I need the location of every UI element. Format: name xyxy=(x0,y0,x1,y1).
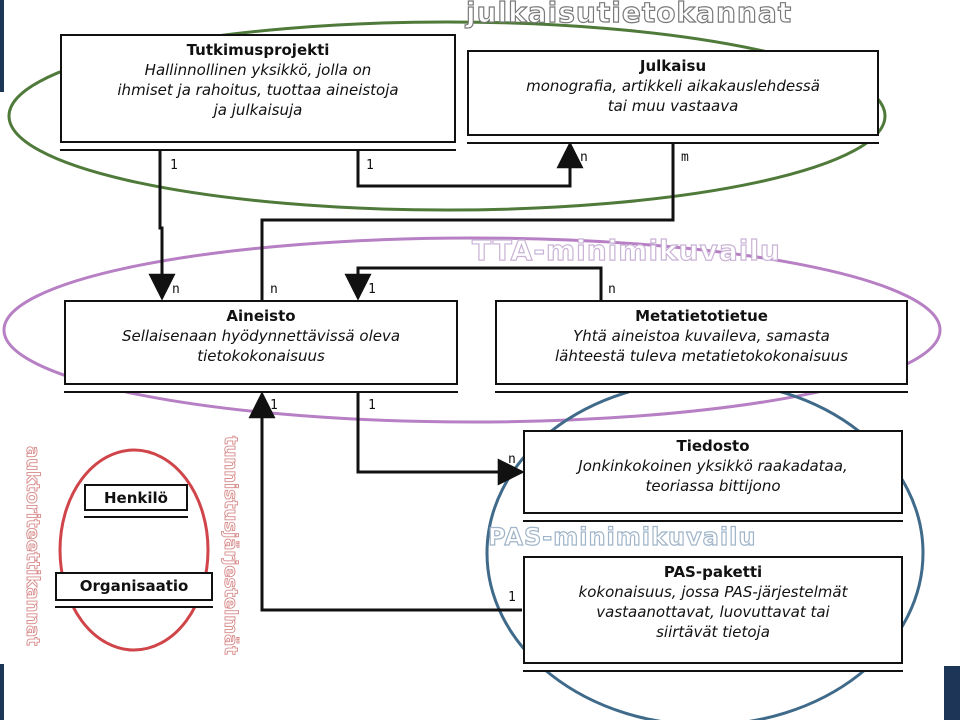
entity-description-line: lähteestä tuleva metatietokokonaisuus xyxy=(555,347,848,365)
entity-description-line: ja julkaisuja xyxy=(213,101,303,119)
multiplicity-label: 1 xyxy=(270,398,278,413)
multiplicity-label: n xyxy=(580,150,588,165)
scope-label-identifier-systems: tunnistusjärjestelmät xyxy=(220,436,242,656)
multiplicity-label: n xyxy=(172,282,180,297)
connector-tutkimusprojekti-julkaisu xyxy=(356,141,584,188)
entity-title: Julkaisu xyxy=(639,57,707,75)
multiplicity-label: m xyxy=(681,150,689,165)
entity-description-line: Yhtä aineistoa kuvaileva, samasta xyxy=(573,327,830,345)
entity-description-line: Jonkinkokoinen yksikkö raakadataa, xyxy=(578,457,848,475)
entity-henkilo[interactable]: Henkilö xyxy=(84,484,188,518)
entity-description-line: Sellaisenaan hyödynnettävissä oleva xyxy=(121,327,401,345)
entity-description-line: vastaanottavat, luovuttavat tai xyxy=(596,603,830,621)
entity-tutkimusprojekti[interactable]: Tutkimusprojekti Hallinnollinen yksikkö,… xyxy=(60,34,456,151)
multiplicity-label: 1 xyxy=(366,158,374,173)
multiplicity-label: 1 xyxy=(368,282,376,297)
entity-julkaisu[interactable]: Julkaisu monografia, artikkeli aikakausl… xyxy=(467,50,879,144)
entity-tiedosto[interactable]: Tiedosto Jonkinkokoinen yksikkö raakadat… xyxy=(523,430,903,522)
entity-description-line: siirtävät tietoja xyxy=(656,623,770,641)
multiplicity-label: 1 xyxy=(508,590,516,605)
scope-ellipse-tta xyxy=(2,236,942,424)
entity-pas-paketti[interactable]: PAS-paketti kokonaisuus, jossa PAS-järje… xyxy=(523,556,903,672)
entity-description-line: monografia, artikkeli aikakauslehdessä xyxy=(526,77,820,95)
entity-description-line: teoriassa bittijono xyxy=(645,477,781,495)
scope-label-authority-db: auktoriteettikannat xyxy=(22,446,44,647)
entity-title: Aineisto xyxy=(226,307,296,325)
entity-title: Tiedosto xyxy=(676,437,750,455)
scope-ellipse-publication-db xyxy=(7,20,887,212)
entity-title: PAS-paketti xyxy=(663,563,763,581)
scope-label-tta: TTA-minimikuvailu xyxy=(471,233,781,267)
entity-description-line: tai muu vastaava xyxy=(607,97,739,115)
multiplicity-label: 1 xyxy=(368,398,376,413)
entity-aineisto[interactable]: Aineisto Sellaisenaan hyödynnettävissä o… xyxy=(64,300,458,393)
multiplicity-label: n xyxy=(608,282,616,297)
entity-title: Metatietotietue xyxy=(635,307,768,325)
multiplicity-label: n xyxy=(270,282,278,297)
slide-edge-bottom-left xyxy=(0,664,4,720)
scope-label-publication-db: julkaisutietokannat xyxy=(465,0,793,30)
entity-description-line: ihmiset ja rahoitus, tuottaa aineistoja xyxy=(117,81,399,99)
entity-description-line: Hallinnollinen yksikkö, jolla on xyxy=(144,61,372,79)
entity-description-line: tietokokonaisuus xyxy=(197,347,325,365)
connector-pas-paketti-aineisto xyxy=(248,391,522,612)
entity-description-line: kokonaisuus, jossa PAS-järjestelmät xyxy=(578,583,848,601)
connector-julkaisu-aineisto xyxy=(260,143,675,300)
entity-organisaatio[interactable]: Organisaatio xyxy=(55,572,213,608)
entity-metatietotietue[interactable]: Metatietotietue Yhtä aineistoa kuvaileva… xyxy=(495,300,908,393)
scope-label-pas: PAS-minimikuvailu xyxy=(487,522,757,551)
connector-aineisto-tiedosto xyxy=(356,392,525,486)
slide-edge-top-left xyxy=(0,0,4,92)
connector-tutkimusprojekti-aineisto xyxy=(148,150,176,301)
connector-metatietotietue-aineisto xyxy=(344,266,603,301)
multiplicity-label: n xyxy=(508,452,516,467)
slide-edge-bottom-right xyxy=(944,666,960,720)
entity-title: Tutkimusprojekti xyxy=(186,41,330,59)
multiplicity-label: 1 xyxy=(170,158,178,173)
scope-ellipse-authority xyxy=(58,448,210,652)
